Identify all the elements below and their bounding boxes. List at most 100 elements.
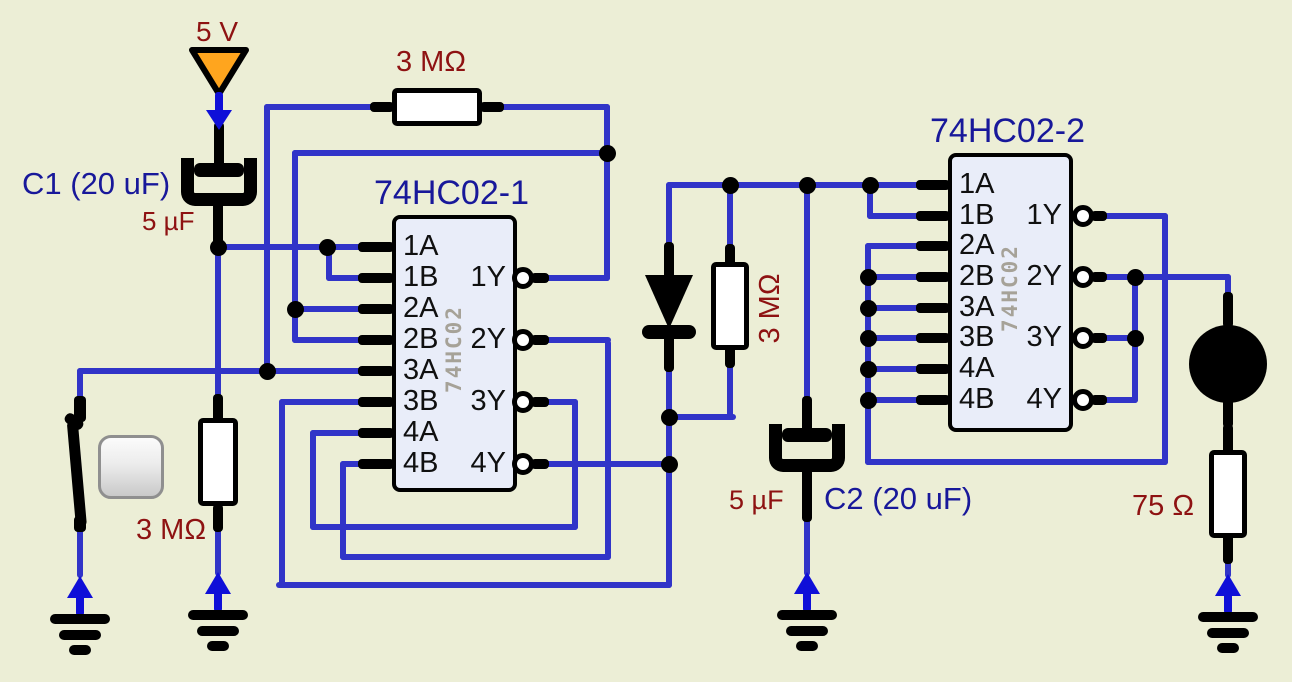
chip1-pin-2Y[interactable] — [531, 335, 549, 345]
resistor-r4[interactable] — [1209, 450, 1247, 538]
chip-74hc02-2[interactable] — [948, 153, 1073, 432]
chip1-pin-4A[interactable] — [358, 428, 394, 438]
chip2-pin-1Y[interactable] — [1091, 211, 1107, 221]
chip2-pin-3A[interactable] — [916, 303, 950, 313]
chip1-pin-1B[interactable] — [358, 273, 394, 283]
wire[interactable] — [865, 397, 922, 403]
wire[interactable] — [292, 150, 298, 343]
wire[interactable] — [264, 104, 270, 374]
wire[interactable] — [604, 153, 610, 281]
wire[interactable] — [865, 243, 871, 465]
wire[interactable] — [1225, 274, 1231, 306]
output-pin[interactable] — [1072, 205, 1094, 227]
chip1-pin-2A[interactable] — [358, 304, 394, 314]
wire[interactable] — [727, 350, 733, 420]
wire[interactable] — [1100, 335, 1138, 341]
output-pin[interactable] — [512, 391, 534, 413]
ground-symbol[interactable] — [50, 614, 110, 624]
output-pin[interactable] — [512, 453, 534, 475]
wire[interactable] — [865, 305, 922, 311]
output-pin[interactable] — [1072, 389, 1094, 411]
wire[interactable] — [77, 368, 83, 404]
output-pin[interactable] — [512, 267, 534, 289]
wire[interactable] — [1100, 397, 1138, 403]
chip2-pin-4B[interactable] — [916, 395, 950, 405]
wire[interactable] — [279, 399, 367, 405]
wire[interactable] — [292, 306, 366, 312]
speaker[interactable] — [1189, 325, 1267, 403]
chip2-pin-2A[interactable] — [916, 241, 950, 251]
wire[interactable] — [310, 430, 316, 530]
chip1-pin-2B[interactable] — [358, 335, 394, 345]
chip1-pin-4B[interactable] — [358, 459, 394, 469]
chip1-pin-4Y[interactable] — [531, 459, 549, 469]
wire[interactable] — [276, 582, 672, 588]
wire[interactable] — [666, 414, 736, 420]
chip2-pin-3B[interactable] — [916, 333, 950, 343]
wire[interactable] — [326, 247, 332, 281]
wire[interactable] — [279, 399, 285, 588]
wire[interactable] — [572, 399, 578, 530]
wire[interactable] — [215, 247, 221, 402]
ground-symbol[interactable] — [777, 610, 837, 620]
diode[interactable] — [645, 275, 693, 329]
voltage-source-icon[interactable] — [188, 46, 250, 98]
capacitor-c2[interactable] — [782, 428, 832, 442]
wire[interactable] — [215, 244, 363, 250]
output-pin[interactable] — [1072, 327, 1094, 349]
wire[interactable] — [500, 104, 610, 110]
wire[interactable] — [867, 182, 873, 219]
wire[interactable] — [865, 335, 922, 341]
wire[interactable] — [867, 213, 922, 219]
capacitor-c1-plate[interactable] — [181, 158, 257, 206]
wire[interactable] — [865, 366, 922, 372]
wire[interactable] — [605, 340, 611, 560]
wire[interactable] — [666, 182, 672, 252]
wire[interactable] — [292, 337, 366, 343]
chip2-pin-1A[interactable] — [916, 180, 950, 190]
wire[interactable] — [77, 522, 83, 578]
resistor-r3[interactable] — [711, 262, 749, 350]
wire[interactable] — [865, 243, 922, 249]
output-pin[interactable] — [1072, 266, 1094, 288]
wire[interactable] — [77, 368, 367, 374]
wire[interactable] — [727, 182, 733, 266]
resistor-r1[interactable] — [392, 88, 482, 126]
wire[interactable] — [666, 182, 922, 188]
wire[interactable] — [865, 459, 1168, 465]
wire[interactable] — [540, 337, 611, 343]
switch-button[interactable] — [98, 435, 164, 499]
resistor-r2[interactable] — [198, 418, 238, 506]
wire[interactable] — [865, 274, 922, 280]
capacitor-c1[interactable] — [194, 163, 244, 177]
wire[interactable] — [326, 275, 364, 281]
wire[interactable] — [1162, 213, 1168, 465]
wire[interactable] — [804, 182, 810, 410]
switch-lever[interactable] — [66, 419, 87, 528]
wire[interactable] — [666, 461, 672, 588]
wire[interactable] — [540, 275, 610, 281]
chip1-pin-1A[interactable] — [358, 242, 394, 252]
capacitor-c2-plate[interactable] — [769, 424, 845, 472]
chip2-pin-1B[interactable] — [916, 211, 950, 221]
wire[interactable] — [340, 554, 611, 560]
chip1-pin-3B[interactable] — [358, 397, 394, 407]
chip1-pin-3A[interactable] — [358, 366, 394, 376]
wire[interactable] — [340, 461, 346, 560]
wire[interactable] — [804, 518, 810, 576]
wire[interactable] — [310, 430, 366, 436]
wire[interactable] — [604, 104, 610, 156]
wire[interactable] — [264, 104, 376, 110]
chip1-pin-1Y[interactable] — [531, 273, 549, 283]
output-pin[interactable] — [512, 329, 534, 351]
ground-symbol[interactable] — [1198, 612, 1258, 622]
chip2-pin-4Y[interactable] — [1091, 395, 1107, 405]
chip-74hc02-1[interactable] — [392, 215, 517, 492]
chip2-pin-3Y[interactable] — [1091, 333, 1107, 343]
chip2-pin-2B[interactable] — [916, 272, 950, 282]
chip2-pin-4A[interactable] — [916, 364, 950, 374]
chip1-pin-3Y[interactable] — [531, 397, 549, 407]
wire[interactable] — [310, 524, 578, 530]
wire[interactable] — [540, 399, 578, 405]
